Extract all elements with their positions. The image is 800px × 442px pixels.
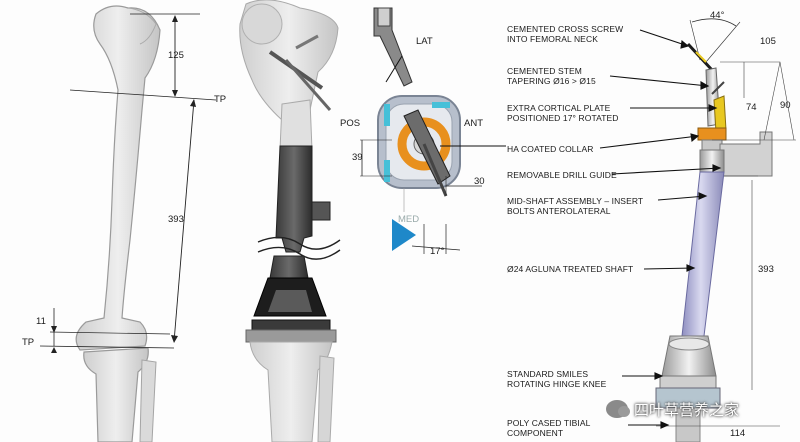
femur-dim-top: 125 bbox=[168, 50, 184, 61]
label-midshaft: MID-SHAFT ASSEMBLY – INSERT BOLTS ANTERO… bbox=[507, 196, 644, 216]
section-pos: POS bbox=[340, 118, 361, 129]
femur-panel bbox=[39, 5, 217, 442]
play-icon[interactable] bbox=[392, 219, 416, 251]
implant-dim-105: 105 bbox=[760, 36, 776, 47]
label-plate: EXTRA CORTICAL PLATE POSITIONED 17° ROTA… bbox=[507, 103, 619, 123]
section-lat: LAT bbox=[416, 36, 433, 47]
section-ant: ANT bbox=[464, 118, 483, 129]
implant-panel bbox=[655, 18, 796, 442]
section-dim-30: 30 bbox=[474, 176, 485, 187]
wechat-icon bbox=[606, 400, 630, 418]
implant-dim-90: 90 bbox=[780, 100, 791, 111]
leader-lines bbox=[599, 29, 722, 429]
femur-tp-lower: TP bbox=[22, 337, 35, 348]
femur-tp-upper: TP bbox=[214, 94, 227, 105]
tibia-bone bbox=[83, 347, 149, 442]
watermark: 四叶草营养之家 bbox=[606, 396, 739, 422]
implant-dim-114: 114 bbox=[730, 428, 746, 439]
implant-angle: 44° bbox=[710, 10, 725, 21]
femur-dim-length: 393 bbox=[168, 214, 184, 225]
section-dim-39: 39 bbox=[352, 152, 363, 163]
femur-dim-bottom: 11 bbox=[36, 316, 46, 327]
watermark-text: 四叶草营养之家 bbox=[634, 400, 740, 419]
section-leaders bbox=[385, 55, 506, 147]
implant-dim-393: 393 bbox=[758, 264, 774, 275]
prosthesis-panel bbox=[239, 0, 341, 442]
label-collar: HA COATED COLLAR bbox=[507, 144, 594, 154]
cross-section-panel bbox=[360, 7, 482, 254]
label-stem: CEMENTED STEM TAPERING Ø16 > Ø15 bbox=[507, 66, 596, 86]
prosthesis-body bbox=[275, 145, 313, 253]
label-cross-screw: CEMENTED CROSS SCREW INTO FEMORAL NECK bbox=[507, 24, 624, 44]
label-drill-guide: REMOVABLE DRILL GUIDE bbox=[507, 170, 617, 180]
implant-dim-74: 74 bbox=[746, 102, 757, 113]
label-tibial: POLY CASED TIBIAL COMPONENT bbox=[507, 418, 591, 438]
section-angle: 17° bbox=[430, 246, 445, 257]
label-shaft: Ø24 AGLUNA TREATED SHAFT bbox=[507, 264, 634, 274]
label-knee: STANDARD SMILES ROTATING HINGE KNEE bbox=[507, 369, 607, 389]
femur-bone bbox=[75, 5, 161, 351]
